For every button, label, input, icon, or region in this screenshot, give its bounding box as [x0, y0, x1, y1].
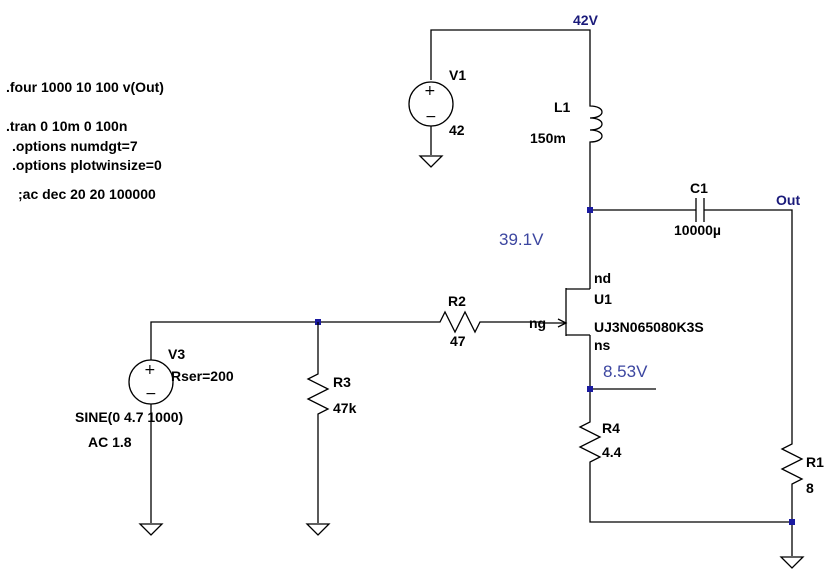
- source-junction: [587, 386, 593, 392]
- supply-net-label: 42V: [573, 12, 599, 28]
- minus-icon: −: [425, 109, 437, 125]
- r4-return-wire: [589, 466, 792, 523]
- drain-voltage-probe[interactable]: 39.1V: [499, 230, 544, 249]
- r3-name: R3: [333, 374, 351, 390]
- spice-directives: .four 1000 10 100 v(Out) .tran 0 10m 0 1…: [6, 79, 164, 202]
- ground-icon: [305, 523, 331, 536]
- v1-source[interactable]: + − V1 42: [408, 29, 591, 155]
- v3-name: V3: [168, 346, 185, 362]
- c1-value: 10000µ: [674, 222, 721, 238]
- source-voltage-probe[interactable]: 8.53V: [603, 362, 648, 381]
- minus-icon: −: [145, 386, 157, 402]
- u1-jfet[interactable]: nd U1 UJ3N065080K3S ns: [540, 270, 704, 353]
- u1-drain-label: nd: [594, 270, 611, 286]
- plotwinsize-option[interactable]: .options plotwinsize=0: [12, 157, 162, 173]
- resistor-symbol: [436, 310, 540, 334]
- r4-resistor[interactable]: R4 4.4: [578, 418, 622, 466]
- plus-icon: +: [144, 362, 156, 378]
- v3-ac: AC 1.8: [88, 434, 132, 450]
- ac-comment[interactable]: ;ac dec 20 20 100000: [18, 186, 156, 202]
- u1-model: UJ3N065080K3S: [594, 319, 704, 335]
- c1-capacitor[interactable]: C1 10000µ: [674, 180, 721, 238]
- resistor-symbol: [780, 440, 804, 488]
- resistor-symbol: [578, 418, 602, 466]
- four-directive[interactable]: .four 1000 10 100 v(Out): [6, 79, 164, 95]
- gate-net-label: ng: [529, 315, 546, 331]
- r2-value: 47: [450, 333, 466, 349]
- r4-value: 4.4: [602, 444, 622, 460]
- supply-wire: [430, 29, 591, 90]
- resistor-symbol: [306, 322, 330, 523]
- plus-icon: +: [424, 83, 436, 99]
- ground-icon: [418, 155, 444, 168]
- r2-name: R2: [448, 293, 466, 309]
- drain-junction: [587, 207, 593, 213]
- v1-name: V1: [449, 67, 466, 83]
- u1-name: U1: [594, 291, 612, 307]
- input-wire: [150, 321, 436, 360]
- r1-resistor[interactable]: R1 8: [780, 440, 824, 496]
- r3-resistor[interactable]: R3 47k: [306, 322, 357, 523]
- out-net-label: Out: [776, 192, 800, 208]
- ground-icon: [138, 523, 164, 536]
- ground-icon: [779, 556, 805, 569]
- gate-arrow-icon: [557, 318, 568, 328]
- v3-rser: Rser=200: [171, 368, 234, 384]
- l1-value: 150m: [530, 130, 566, 146]
- tran-directive[interactable]: .tran 0 10m 0 100n: [6, 118, 127, 134]
- l1-name: L1: [554, 99, 571, 115]
- r4-name: R4: [602, 420, 620, 436]
- r1-value: 8: [806, 480, 814, 496]
- r2-resistor[interactable]: R2 47: [436, 293, 540, 349]
- u1-source-label: ns: [594, 337, 611, 353]
- c1-name: C1: [690, 180, 708, 196]
- numdgt-option[interactable]: .options numdgt=7: [12, 138, 138, 154]
- out-wire: [704, 209, 793, 440]
- v1-value: 42: [449, 122, 465, 138]
- r3-value: 47k: [333, 400, 357, 416]
- inductor-symbol: [589, 90, 603, 160]
- ground-junction: [789, 519, 795, 525]
- r1-name: R1: [806, 454, 824, 470]
- v3-source[interactable]: + − V3 Rser=200 SINE(0 4.7 1000) AC 1.8: [75, 346, 234, 450]
- l1-inductor[interactable]: L1 150m: [530, 90, 603, 160]
- v3-sine: SINE(0 4.7 1000): [75, 409, 183, 425]
